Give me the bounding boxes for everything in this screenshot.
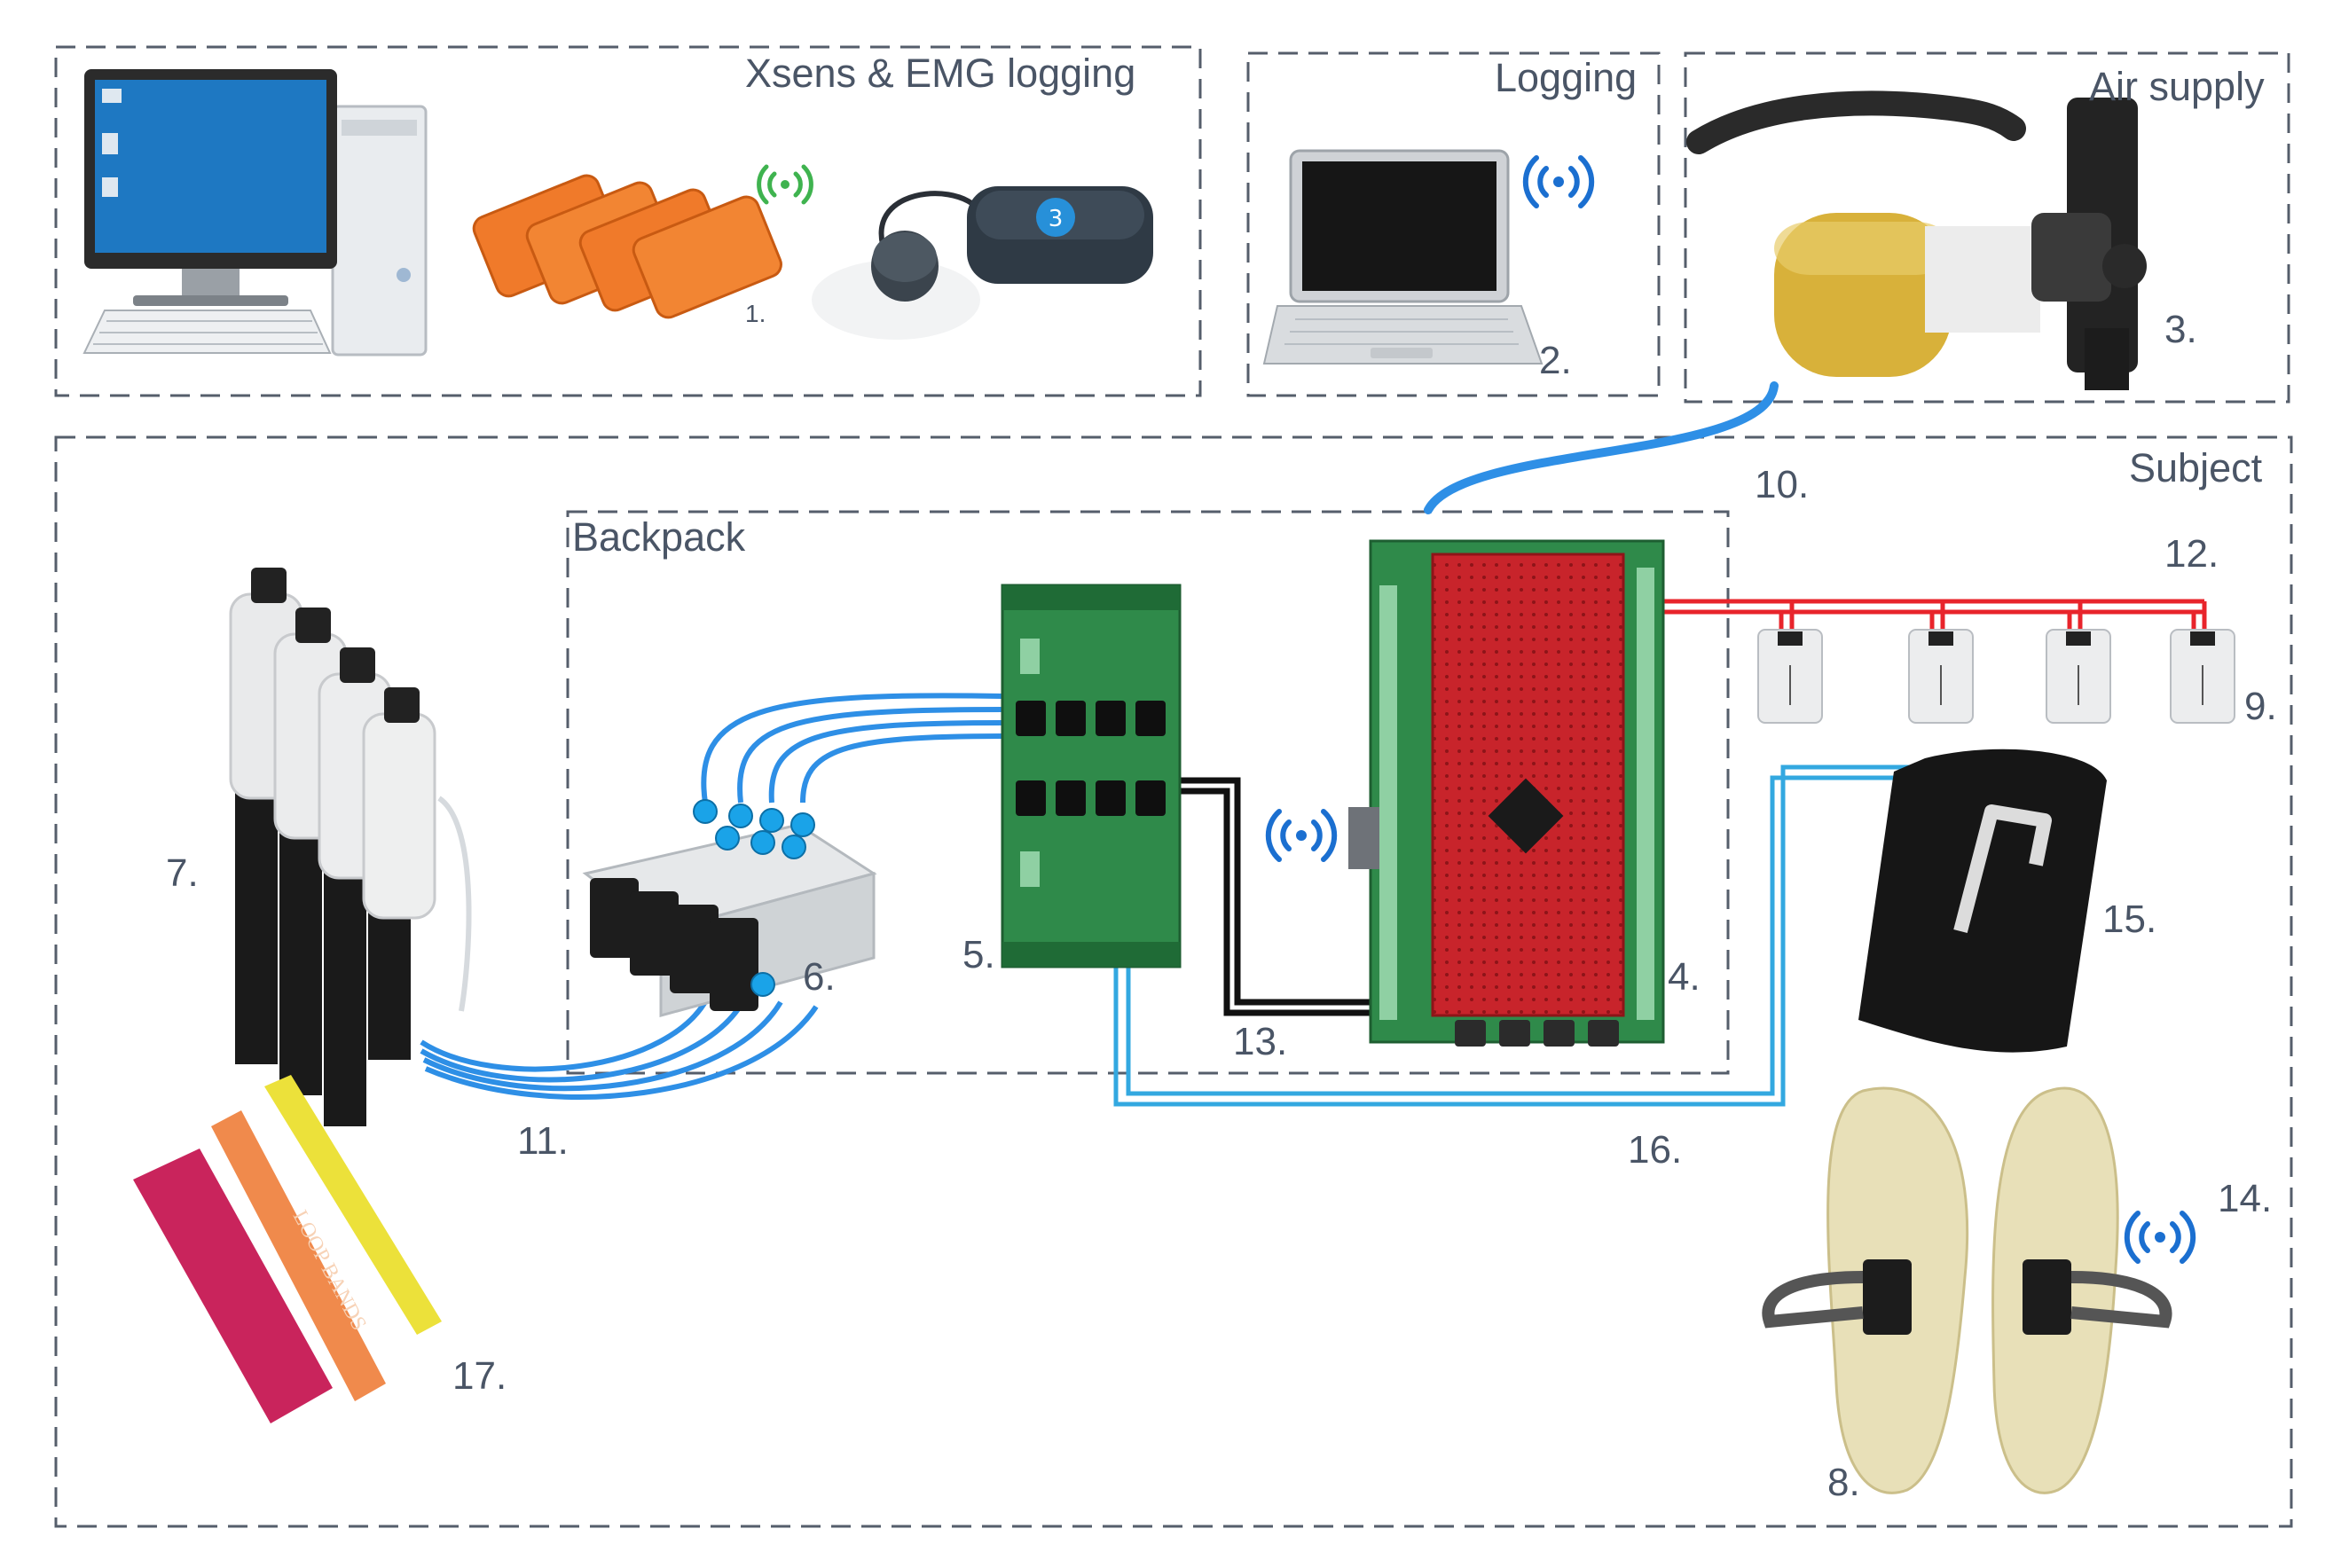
wireless-icon: [1265, 809, 1338, 862]
label-5: 5.: [962, 933, 995, 976]
sensor-bus: [1663, 599, 2207, 634]
label-2: 2.: [1539, 339, 1572, 382]
resistance-band-icon: LOOP BANDS: [133, 1075, 442, 1423]
svg-text:3: 3: [1049, 206, 1064, 232]
air-supply-section-frame: [1684, 51, 2290, 404]
backpack-section-title: Backpack: [572, 514, 746, 560]
manifold-to-driver-tubes: [701, 693, 1003, 804]
wireless-icon: [757, 164, 813, 205]
label-13: 13.: [1233, 1020, 1288, 1063]
actuator-tubes: [420, 992, 819, 1100]
xsens-section-title: Xsens & EMG logging: [745, 51, 1136, 96]
label-10: 10.: [1755, 463, 1810, 506]
subject-section-title: Subject: [2129, 445, 2263, 490]
label-16: 16.: [1628, 1128, 1683, 1172]
label-6: 6.: [803, 955, 836, 999]
air-hose: [1424, 381, 1779, 514]
xsens-sensor-icon: [472, 174, 782, 319]
desktop-computer-icon: [82, 69, 428, 357]
driver-controller-cable: [1180, 777, 1371, 1016]
label-17: 17.: [452, 1354, 507, 1398]
backpack-section-frame: [566, 510, 1730, 1075]
label-4: 4.: [1668, 955, 1701, 999]
label-8: 8.: [1827, 1461, 1860, 1504]
label-7: 7.: [166, 851, 199, 895]
label-9: 9.: [2244, 685, 2277, 728]
valve-manifold-icon: [582, 799, 877, 1017]
xsens-section-frame: [54, 45, 1202, 397]
pressure-sensor-icon: [1757, 629, 2235, 724]
air-tank-icon: [1686, 90, 2147, 390]
wireless-icon: [1522, 155, 1595, 208]
label-3: 3.: [2164, 308, 2197, 351]
air-supply-section-title: Air supply: [2089, 64, 2265, 109]
label-11: 11.: [517, 1119, 569, 1163]
subject-section-frame: [54, 435, 2293, 1528]
emg-sensor-icon: 3: [812, 186, 1153, 340]
label-14: 14.: [2218, 1177, 2273, 1220]
pneumatic-actuator-icon: [229, 568, 472, 1126]
controller-board-icon: [1348, 539, 1665, 1047]
sensor-cable: [1113, 764, 1916, 1107]
label-15: 15.: [2102, 898, 2157, 941]
knee-sleeve-icon: [1858, 749, 2107, 1053]
label-12: 12.: [2164, 532, 2219, 576]
wireless-icon: [2124, 1211, 2196, 1264]
logging-section-title: Logging: [1495, 55, 1638, 100]
logging-section-frame: [1246, 51, 1661, 397]
label-1: 1.: [745, 300, 766, 327]
insole-icon: [1762, 1086, 2172, 1494]
laptop-icon: [1262, 149, 1544, 365]
driver-board-icon: [1001, 584, 1182, 968]
